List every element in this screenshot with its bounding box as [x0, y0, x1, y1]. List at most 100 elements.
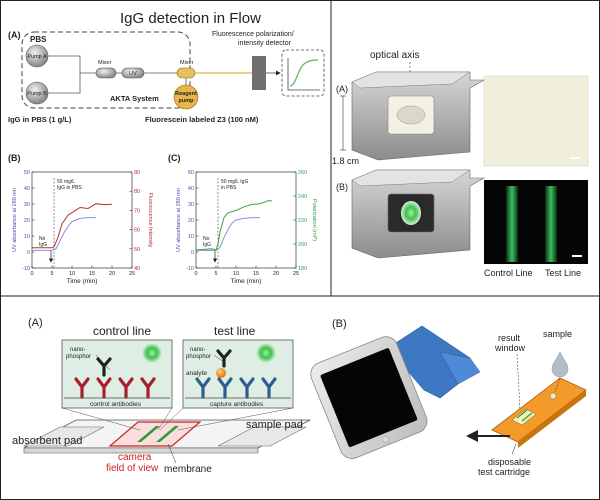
- uv-label: UV: [129, 71, 137, 77]
- series-line-signal: [32, 203, 113, 249]
- annotation-text-1: 50 mg/L: [57, 179, 75, 185]
- strip-test-line: [156, 426, 179, 442]
- strip-control-line: [137, 426, 160, 442]
- y-left-tick-label: 20: [24, 218, 30, 224]
- fluorescence-image: [484, 180, 588, 264]
- x-tick-label: 20: [273, 271, 279, 277]
- y-left-tick-label: 40: [188, 186, 194, 192]
- x-tick-label: 5: [50, 271, 53, 277]
- y-right-axis-label: Fluorescence Intensity: [147, 192, 153, 247]
- brightfield-image: [483, 75, 589, 167]
- no-igg-text-1: No: [39, 236, 46, 242]
- capture-antibody-1: [195, 377, 211, 399]
- control-nanophosphor-icon: [142, 343, 162, 363]
- camera-label-2: field of view: [106, 463, 159, 474]
- scale-bar-b: [572, 255, 582, 257]
- x-tick-label: 15: [89, 271, 95, 277]
- result-label-1: result: [498, 333, 521, 343]
- test-cartridge: [491, 377, 587, 443]
- membrane-label: membrane: [164, 464, 212, 475]
- zoom-line-4: [177, 407, 294, 431]
- camera-label-1: camera: [118, 452, 152, 463]
- control-antibody-1: [74, 377, 90, 399]
- cartridge-edge: [518, 390, 586, 448]
- series-line-uv: [32, 217, 96, 251]
- akta-label: AKTA System: [110, 94, 159, 103]
- result-window-shape: [511, 408, 537, 426]
- output-dashed-box: [281, 49, 325, 97]
- analyte-icon: [216, 368, 226, 378]
- bl-label-a: (A): [28, 317, 43, 329]
- tube-b: [48, 73, 81, 94]
- phosphor-label-2: phosphor: [186, 354, 211, 360]
- absorbent-pad-label: absorbent pad: [12, 435, 82, 447]
- panel-label-a: (A): [8, 30, 21, 40]
- dimension-label: 1.8 cm: [332, 156, 359, 166]
- capture-antibodies-label: capture antibodies: [210, 401, 264, 408]
- annotation-text-2: in PBS: [221, 185, 237, 191]
- y-left-axis-label: UV absorbance at 280 nm: [12, 188, 18, 252]
- chart-c-panel-label: (C): [168, 153, 181, 163]
- y-left-tick-label: 50: [24, 170, 30, 176]
- membrane-pointer: [167, 443, 177, 464]
- no-igg-text-2: IgG: [39, 242, 47, 248]
- sample-pad-shape: [217, 426, 307, 447]
- y-right-tick-label: 70: [134, 208, 140, 214]
- y-left-tick-label: 10: [188, 234, 194, 240]
- analyte-label: analyte: [186, 370, 207, 377]
- y-left-tick-label: 0: [27, 250, 30, 256]
- panel-bottom-right: (B) sample result window disposable test…: [310, 318, 587, 477]
- output-curve: [289, 59, 319, 87]
- y-left-tick-label: 20: [188, 218, 194, 224]
- control-antibody-4: [140, 377, 156, 399]
- cartridge-label-1: disposable: [488, 457, 531, 467]
- figure-title: IgG detection in Flow: [120, 10, 261, 27]
- y-right-tick-label: 180: [298, 266, 307, 272]
- y-left-tick-label: 40: [24, 186, 30, 192]
- zoom-line-3: [159, 407, 184, 431]
- pump-b-label: Pump B: [27, 91, 47, 97]
- control-line-band: [506, 186, 518, 262]
- y-left-tick-label: 50: [188, 170, 194, 176]
- annotation-text-2: IgG in PBS: [57, 185, 82, 191]
- result-line-1: [516, 409, 528, 419]
- series-line-signal: [195, 200, 272, 251]
- absorbent-pad-shape: [23, 426, 105, 447]
- result-line-2: [521, 412, 533, 422]
- igg-pbs-label: IgG in PBS (1 g/L): [8, 115, 72, 124]
- x-tick-label: 25: [293, 271, 299, 277]
- strip-edge: [23, 447, 259, 454]
- x-axis-label: Time (min): [231, 278, 262, 285]
- device-a-top: [351, 71, 471, 89]
- x-tick-label: 10: [69, 271, 75, 277]
- detector-label-2: intensity detector: [238, 40, 292, 47]
- plot-frame: [31, 171, 133, 269]
- panel-bottom-left: (A) control line test line nano- phospho…: [12, 317, 311, 475]
- sample-droplet-icon: [551, 351, 569, 378]
- y-left-tick-label: 10: [24, 234, 30, 240]
- bl-control-title: control line: [93, 324, 151, 338]
- reagent-label-1: Reagent: [175, 91, 197, 97]
- device-b-glow: [401, 201, 421, 225]
- test-nanophosphor-icon: [256, 343, 276, 363]
- mixer2-label: Mixer: [180, 60, 194, 66]
- y-right-tick-label: 50: [134, 247, 140, 253]
- sample-pointer: [554, 377, 561, 393]
- mixer1-label: Mixer: [98, 60, 112, 66]
- series-line-uv: [196, 217, 260, 251]
- x-tick-label: 25: [129, 271, 135, 277]
- y-left-tick-label: 30: [24, 202, 30, 208]
- reagent-pump-icon: [173, 84, 199, 110]
- y-right-tick-label: 200: [298, 242, 307, 248]
- smartphone: [310, 336, 428, 459]
- result-pointer: [516, 353, 521, 411]
- device-b-top: [351, 169, 471, 187]
- y-left-tick-label: 30: [188, 202, 194, 208]
- reagent-label-2: pump: [179, 98, 195, 104]
- cradle-side: [439, 351, 481, 385]
- y-right-tick-label: 240: [298, 194, 307, 200]
